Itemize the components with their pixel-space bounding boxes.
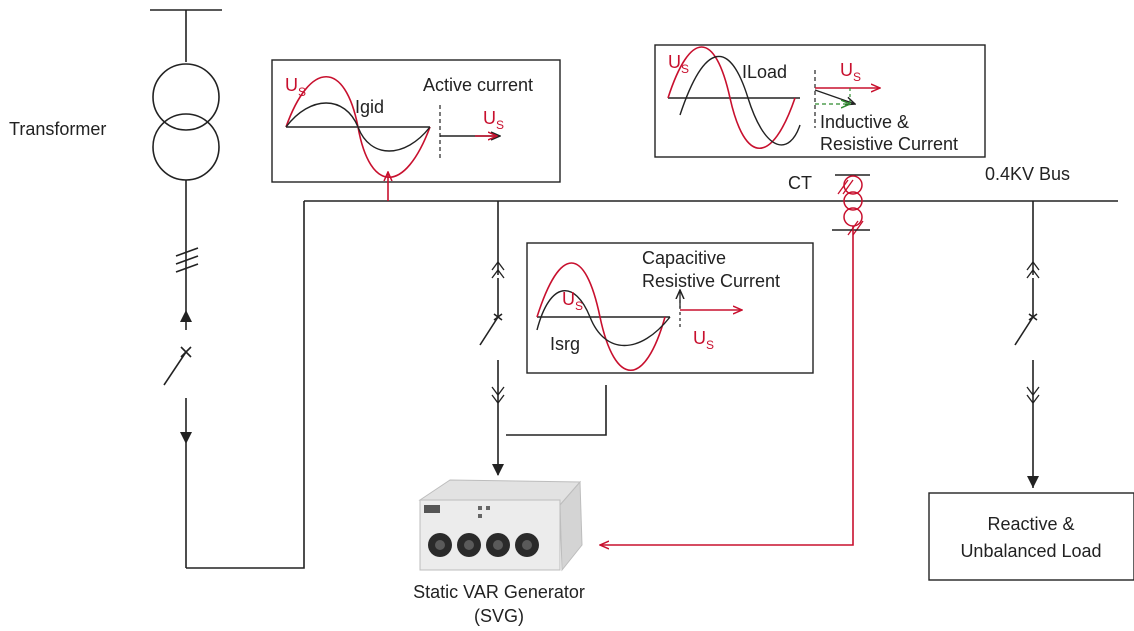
- ct-sensor: [832, 174, 870, 236]
- return-line: [186, 201, 305, 569]
- double-chevron-down-icon: [1026, 386, 1040, 405]
- vector-us-label: US: [840, 60, 861, 84]
- three-phase-tick: [175, 247, 199, 257]
- panel-title-line1: Inductive &: [820, 112, 909, 132]
- double-chevron-up-icon: [491, 260, 505, 279]
- load-feeder: [1014, 201, 1040, 488]
- load-box: [928, 492, 1134, 581]
- us-label: US: [668, 52, 689, 76]
- breaker-blade: [479, 316, 499, 346]
- three-phase-tick: [175, 255, 199, 265]
- panel-title-line1: Capacitive: [642, 248, 726, 268]
- arrow-down-icon: [492, 464, 504, 476]
- svg-device-image: [418, 479, 583, 572]
- load-label-line1: Reactive &: [987, 514, 1074, 534]
- double-chevron-up-icon: [1026, 260, 1040, 279]
- double-chevron-down-icon: [491, 386, 505, 405]
- three-phase-tick: [175, 263, 199, 273]
- arrow-down-icon: [180, 432, 192, 444]
- vector-us-label: US: [693, 328, 714, 352]
- bus-label: 0.4KV Bus: [985, 164, 1070, 184]
- panel-title-line2: Resistive Current: [820, 134, 958, 154]
- wave-label: ILoad: [742, 62, 787, 82]
- current-wave: [285, 102, 431, 152]
- svg-label-line1: Static VAR Generator: [413, 582, 585, 602]
- current-wave: [536, 290, 671, 347]
- wave-label: Igid: [355, 97, 384, 117]
- transformer-branch: [150, 9, 305, 569]
- load-current-panel: US ILoad US Inductive & Resistive Curren…: [654, 44, 986, 158]
- ct-coil: [843, 191, 863, 211]
- wave-label: Isrg: [550, 334, 580, 354]
- ct-label: CT: [788, 173, 812, 193]
- grid-panel-frame: [271, 59, 561, 183]
- breaker-blade: [163, 351, 187, 386]
- transformer-coil-bottom: [152, 113, 220, 181]
- arrow-up-icon: [180, 310, 192, 322]
- current-wave: [679, 55, 801, 146]
- ct-hatch: [842, 179, 854, 195]
- svg-panel-frame: [526, 242, 814, 374]
- voltage-wave: [536, 262, 666, 372]
- panel-title: Active current: [423, 75, 533, 95]
- us-label: US: [562, 289, 583, 313]
- device-logo: [424, 505, 440, 513]
- arrow-down-icon: [1027, 476, 1039, 488]
- us-label: US: [285, 75, 306, 99]
- transformer-coil-top: [152, 63, 220, 131]
- ct-hatch: [852, 220, 864, 236]
- grid-current-panel: US Igid Active current US: [271, 59, 561, 183]
- svg-current-panel: US Isrg US Capacitive Resistive Current: [526, 242, 814, 374]
- svg-feeder: [479, 201, 607, 476]
- svg-label-line2: (SVG): [474, 606, 524, 626]
- ct-hatch: [837, 179, 849, 195]
- voltage-wave: [667, 46, 796, 149]
- breaker-blade: [1014, 316, 1034, 346]
- ct-feedback-line: [600, 226, 854, 545]
- load-panel-frame: [654, 44, 986, 158]
- panel-title-line2: Resistive Current: [642, 271, 780, 291]
- transformer-label: Transformer: [9, 119, 106, 139]
- load-label-line2: Unbalanced Load: [960, 541, 1101, 561]
- vector-us-label: US: [483, 108, 504, 132]
- panel-link-line: [506, 385, 607, 436]
